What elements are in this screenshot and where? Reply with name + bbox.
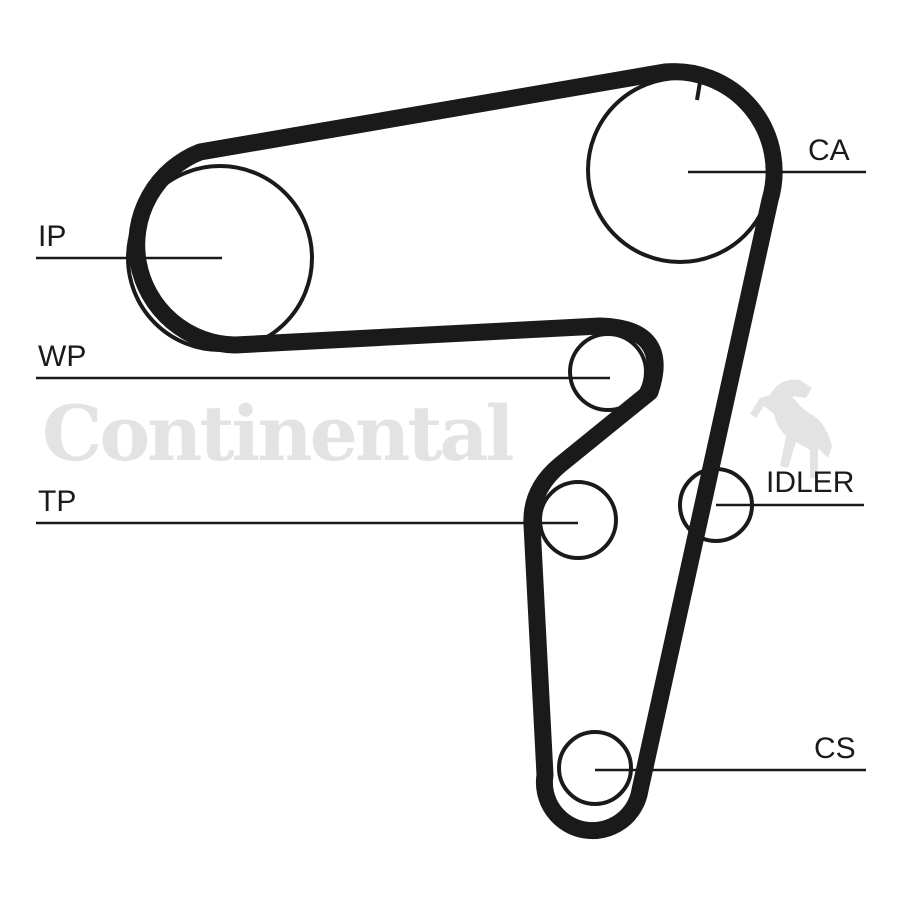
idler-label: IDLER [766, 466, 854, 499]
ca-label: CA [808, 134, 850, 167]
watermark-text: Continental [42, 389, 513, 478]
rearing-horse-icon [750, 379, 832, 478]
timing-mark [695, 81, 702, 101]
wp-label: WP [38, 340, 86, 373]
tensioner-pulley [538, 480, 618, 560]
cs-label: CS [814, 732, 856, 765]
continental-watermark: Continental [42, 379, 832, 478]
ip-label: IP [38, 220, 66, 253]
tp-label: TP [38, 485, 76, 518]
crankshaft-pulley [557, 730, 633, 806]
timing-belt [128, 63, 783, 840]
